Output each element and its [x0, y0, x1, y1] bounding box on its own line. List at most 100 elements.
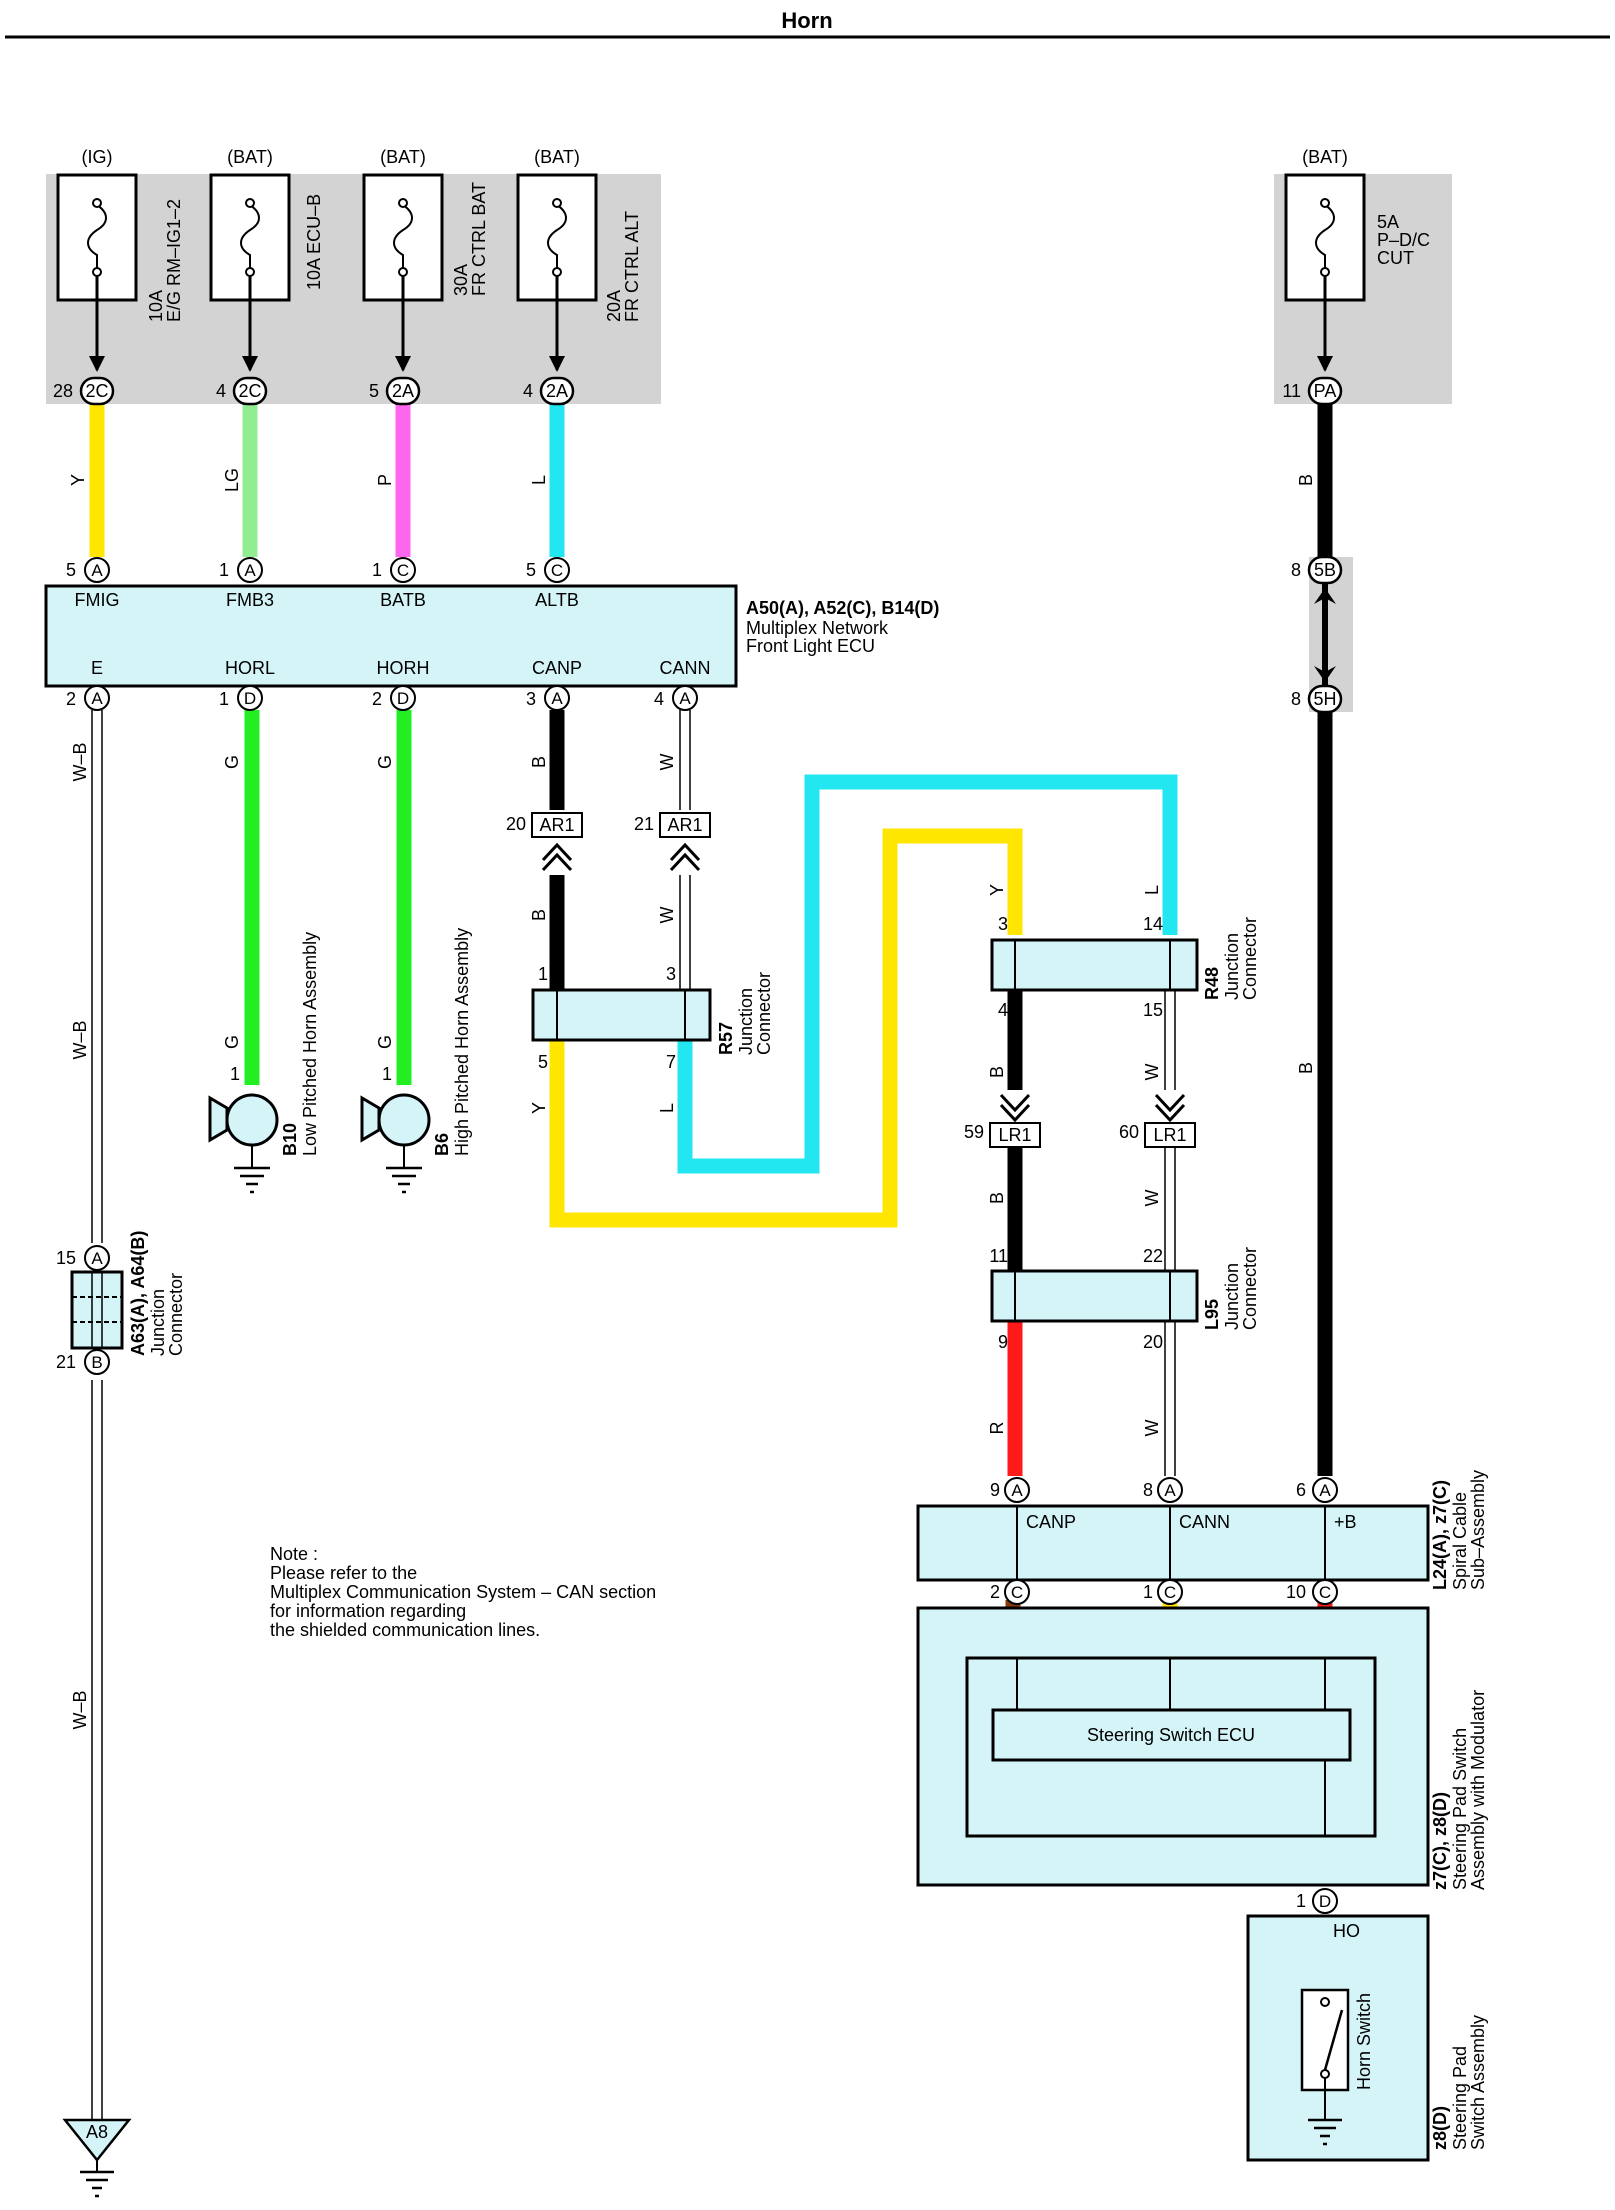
connector-circle: [84, 1349, 110, 1375]
connector-circle: [1004, 1579, 1030, 1605]
fuse-icon: [1315, 204, 1335, 269]
ecu-top-pins: 5 A 1 A 1 C 5 C: [66, 557, 570, 583]
wire-label: G: [222, 1035, 242, 1049]
connector-label: A: [91, 1249, 103, 1268]
connector-circle: [84, 1245, 110, 1271]
wire-label: G: [375, 755, 395, 769]
fuse-icon: [547, 204, 567, 269]
r48-code: R48: [1202, 967, 1222, 1000]
connector-label: C: [1011, 1583, 1023, 1602]
steering-switch-ecu-box: [991, 1708, 1352, 1762]
white-wire-layer: [91, 710, 1176, 2120]
wire-label: W: [1142, 1420, 1162, 1437]
fuse-1-rating: 10A: [146, 290, 166, 322]
horn-high-code: B6: [432, 1133, 452, 1156]
wire-label: W–B: [70, 742, 90, 781]
ecu-term: ALTB: [535, 590, 579, 610]
r57-name1: Junction: [736, 988, 756, 1055]
wire-label: B: [529, 756, 549, 768]
connector-circle: [237, 557, 263, 583]
connector-circle: [672, 685, 698, 711]
fuse-icon: [240, 204, 260, 269]
pin-label: 9: [998, 1332, 1008, 1352]
pin-label: 15: [1143, 1000, 1163, 1020]
pin-label: 1: [372, 560, 382, 580]
connector-oval: [232, 376, 268, 406]
ecu-term: CANP: [532, 658, 582, 678]
spiral-name2: Sub–Assembly: [1468, 1470, 1488, 1590]
ecu-term: E: [91, 658, 103, 678]
wire-r57-l-loop: [677, 774, 1178, 1174]
wire-layer: [89, 404, 1333, 1990]
ecu-bottom-pins: 2 A 1 D 2 D 3 A 4 A: [66, 685, 698, 711]
wire-label: B: [1296, 474, 1316, 486]
switch-icon: [1323, 2009, 1344, 2071]
pin-label: 5: [538, 1052, 548, 1072]
r57-junction: 1 3 5 7 R57 Junction Connector: [531, 964, 774, 1072]
ecu-term: FMB3: [226, 590, 274, 610]
fuse-1: (IG) 10A E/G RM–IG1–2: [56, 147, 184, 372]
pin-label: 2: [66, 689, 76, 709]
connector-label: 2C: [238, 381, 261, 401]
pin-label: 4: [998, 1000, 1008, 1020]
steering-pad-name2: Switch Assembly: [1468, 2015, 1488, 2150]
chevron-icon: [1154, 1093, 1186, 1123]
horn-icon: [225, 1093, 279, 1147]
ecu-term: HORL: [225, 658, 275, 678]
diagram-title: Horn: [781, 8, 832, 33]
horn-high: 1 B6 High Pitched Horn Assembly: [360, 928, 472, 1194]
connector-label: A: [1164, 1481, 1176, 1500]
pin-label: 60: [1119, 1122, 1139, 1142]
connector-label: LR1: [998, 1125, 1031, 1145]
ground-icon: [1308, 2118, 1342, 2146]
pin-label: 10: [1286, 1582, 1306, 1602]
horn-switch-label: Horn Switch: [1354, 1993, 1374, 2090]
horn-bell-icon: [360, 1095, 381, 1143]
pin-label: 22: [1143, 1246, 1163, 1266]
pin-label: 2: [372, 689, 382, 709]
steering-pad-switch: HO Horn Switch z8(D) Steering Pad Switch…: [1246, 1914, 1488, 2162]
pin-label: 4: [216, 381, 226, 401]
connector-box: [1144, 1122, 1196, 1148]
steering-pad-codes: z8(D): [1430, 2106, 1450, 2150]
connector-oval: [539, 376, 575, 406]
arrow-icon: [1317, 356, 1333, 372]
pin-label: 21: [56, 1352, 76, 1372]
spiral-term: CANP: [1026, 1512, 1076, 1532]
steering-pad-term: HO: [1333, 1921, 1360, 1941]
connector-label: B: [91, 1353, 102, 1372]
front-light-ecu-codes: A50(A), A52(C), B14(D): [746, 598, 939, 618]
ecu-term: HORH: [377, 658, 430, 678]
wire-label: L: [657, 1103, 677, 1113]
chevron-icon: [669, 842, 701, 872]
arrow-icon: [1314, 666, 1336, 682]
pin-label: 3: [666, 964, 676, 984]
connector-label: AR1: [667, 815, 702, 835]
connector-label: 2A: [392, 381, 414, 401]
pin-label: 1: [382, 1064, 392, 1084]
spiral-cable-box: [916, 1504, 1430, 1582]
wire-label: B: [1296, 1062, 1316, 1074]
horn-low-code: B10: [280, 1123, 300, 1156]
pin-label: 3: [998, 914, 1008, 934]
pin-label: 4: [654, 689, 664, 709]
spiral-cable: 9 A 8 A 6 A CANP CANN +B 2 C 1 C 10 C L2…: [916, 1470, 1488, 1605]
connector-label: A: [679, 689, 691, 708]
wire-r57-y-loop: [549, 828, 1023, 1228]
wire-label: Y: [68, 474, 88, 486]
wire-label: W: [1142, 1190, 1162, 1207]
connector-circle: [390, 685, 416, 711]
fuse-3-rating: 30A: [451, 264, 471, 296]
fuse-5-rating: 5A: [1377, 212, 1399, 232]
spiral-term: +B: [1334, 1512, 1357, 1532]
front-light-ecu-name2: Front Light ECU: [746, 636, 875, 656]
pin-label: 20: [506, 814, 526, 834]
fuse-3-source: (BAT): [380, 147, 426, 167]
fuse-2-rating: 10A ECU–B: [304, 194, 324, 290]
connector-oval: [385, 376, 421, 406]
wire-label: W–B: [70, 1020, 90, 1059]
fuse-1-name: E/G RM–IG1–2: [164, 199, 184, 322]
pin-label: 5: [369, 381, 379, 401]
wire-label: W–B: [70, 1690, 90, 1729]
arrow-icon: [242, 356, 258, 372]
